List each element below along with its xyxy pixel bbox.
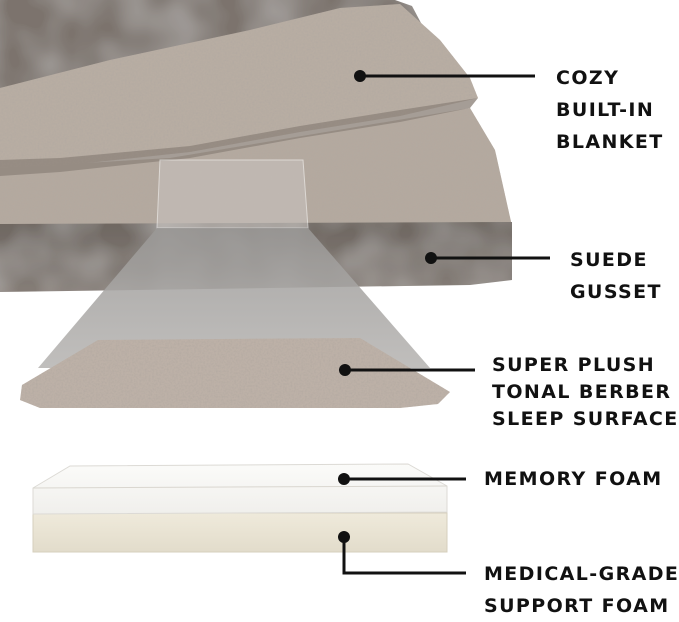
label-support-foam-line-2: SUPPORT FOAM (484, 595, 670, 617)
foam-stack (32, 463, 448, 553)
memory-foam-edge (32, 485, 448, 489)
label-memory-foam-line-1: MEMORY FOAM (484, 468, 663, 490)
label-sleep-surface-line-3: SLEEP SURFACE (492, 408, 679, 430)
label-support-foam-line-1: MEDICAL-GRADE (484, 563, 679, 585)
label-blanket-line-3: BLANKET (556, 131, 664, 153)
label-sleep-surface-line-2: TONAL BERBER (492, 381, 672, 403)
label-gusset: SUEDE GUSSET (570, 244, 662, 308)
label-blanket-line-2: BUILT-IN (556, 99, 655, 121)
blanket-edge (0, 98, 478, 176)
callout-gusset (425, 252, 550, 264)
label-support-foam: MEDICAL-GRADE SUPPORT FOAM (484, 558, 679, 622)
folded-blanket (0, 4, 478, 168)
label-gusset-line-2: GUSSET (570, 281, 662, 303)
memory-foam-top (32, 463, 448, 515)
label-memory-foam: MEMORY FOAM (484, 463, 663, 495)
support-foam-base (32, 512, 448, 553)
zoom-window (156, 159, 309, 229)
label-sleep-surface: SUPER PLUSH TONAL BERBER SLEEP SURFACE (492, 352, 679, 433)
label-gusset-line-1: SUEDE (570, 249, 648, 271)
label-blanket: COZY BUILT-IN BLANKET (556, 62, 664, 158)
zoom-cone (38, 228, 430, 368)
zoom-beam (38, 159, 430, 368)
label-blanket-line-1: COZY (556, 67, 620, 89)
callout-blanket (354, 70, 535, 82)
callout-support-foam (338, 531, 466, 575)
sleep-surface-swatch (20, 338, 450, 408)
callout-sleep-surface (339, 364, 475, 376)
callout-memory-foam (338, 473, 466, 485)
label-sleep-surface-line-1: SUPER PLUSH (492, 354, 656, 376)
callout-line-support-foam (342, 537, 466, 575)
